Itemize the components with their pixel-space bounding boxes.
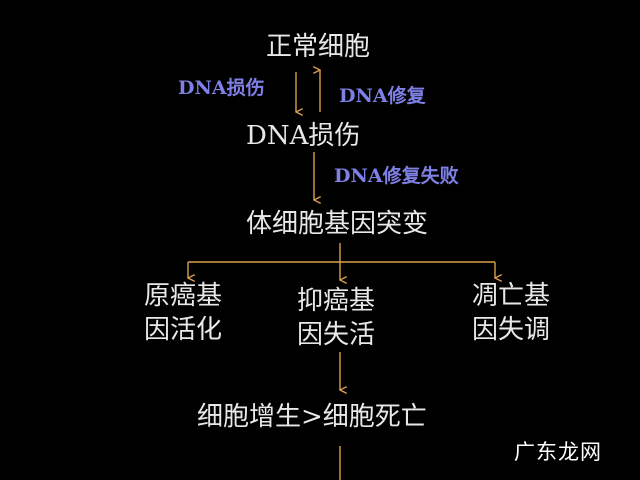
node-apoptosis-line2: 因失调 [472,315,551,345]
watermark-text: 广东龙网 [514,440,602,464]
node-oncogene-activation: 原癌基 因活化 [144,279,222,347]
edge-label-dna-damage: DNA损伤 [178,77,265,99]
node-apoptosis-line1: 凋亡基 [472,281,551,311]
node-somatic-mutation: 体细胞基因突变 [246,209,429,239]
node-suppressor-line2: 因失活 [297,320,376,350]
node-oncogene-line1: 原癌基 [144,281,223,311]
node-outcome: 细胞增生>细胞死亡 [197,402,427,432]
node-suppressor-inactivation: 抑癌基 因失活 [297,284,375,352]
edge-label-dna-repair-failure: DNA修复失败 [334,165,459,187]
node-normal-cell: 正常细胞 [266,32,371,62]
node-dna-damage: DNA损伤 [246,121,361,151]
edge-label-dna-repair: DNA修复 [339,85,426,107]
node-apoptosis-dysregulation: 凋亡基 因失调 [472,279,550,347]
node-oncogene-line2: 因活化 [144,315,223,345]
node-suppressor-line1: 抑癌基 [297,286,376,316]
